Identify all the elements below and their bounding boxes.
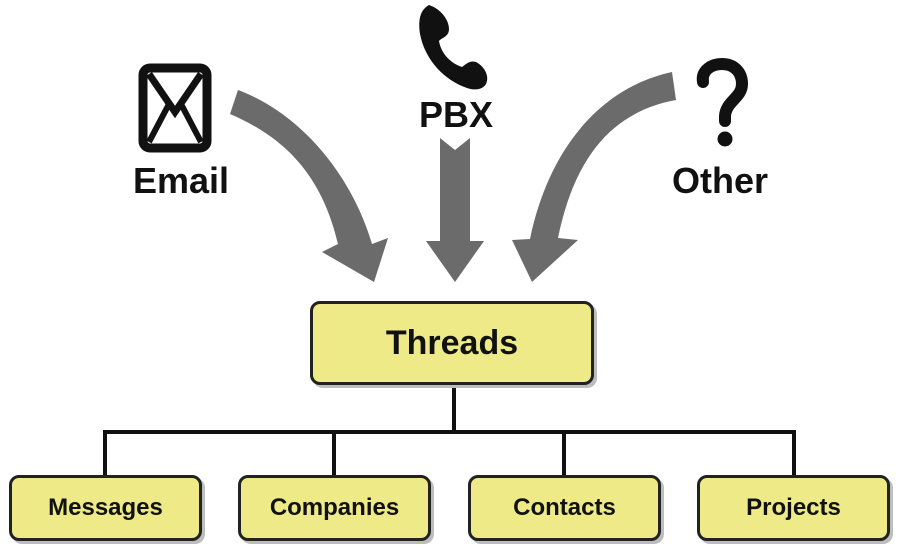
pbx-label: PBX — [419, 94, 494, 135]
threads-label: Threads — [385, 323, 519, 362]
other-label: Other — [672, 160, 769, 201]
messages-label: Messages — [48, 494, 163, 521]
companies-label: Companies — [269, 494, 400, 521]
hierarchy-connectors — [103, 386, 796, 475]
companies-box: Companies — [238, 475, 431, 541]
projects-label: Projects — [746, 494, 841, 521]
question-mark-icon — [696, 57, 749, 147]
phone-icon — [419, 5, 488, 90]
email-label: Email — [133, 160, 230, 201]
email-to-threads-arrow — [230, 90, 388, 282]
other-to-threads-arrow — [512, 72, 676, 282]
messages-box: Messages — [9, 475, 202, 541]
pbx-to-threads-arrow — [426, 138, 484, 282]
envelope-icon — [138, 63, 212, 153]
projects-box: Projects — [697, 475, 890, 541]
contacts-box: Contacts — [468, 475, 661, 541]
threads-box: Threads — [310, 301, 594, 385]
contacts-label: Contacts — [513, 494, 616, 521]
